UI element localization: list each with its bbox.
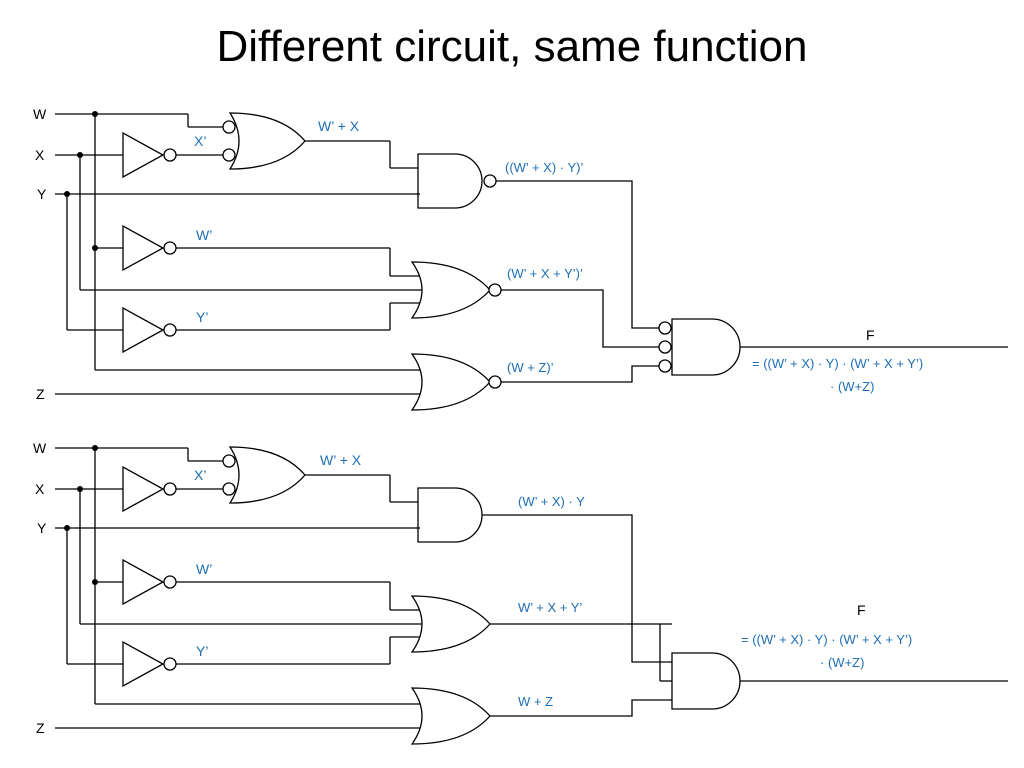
inverter-y-bubble xyxy=(163,657,177,671)
or-input-bubble-2 xyxy=(222,482,236,496)
input-y-label: Y xyxy=(37,186,47,202)
input-z-label: Z xyxy=(36,720,45,736)
inverter-y-bubble xyxy=(163,323,177,337)
nand-output-bubble xyxy=(483,174,497,188)
inverter-y-label: Y’ xyxy=(196,309,208,325)
gate-mid-expression: (W’ + X) · Y xyxy=(518,494,585,509)
nor-output-bubble xyxy=(488,283,502,297)
page-title: Different circuit, same function xyxy=(216,22,808,71)
input-w-label: W xyxy=(33,106,47,122)
or-input-bubble-1 xyxy=(222,454,236,468)
inverter-y-label: Y’ xyxy=(196,643,208,659)
output-f-label: F xyxy=(866,327,875,343)
inverter-x-label: X’ xyxy=(194,467,206,483)
and-input-bubble-3 xyxy=(658,359,672,373)
output-expression-line-2: · (W+Z) xyxy=(820,655,864,670)
inverter-x-bubble xyxy=(163,148,177,162)
gate-low-expression: (W + Z)’ xyxy=(507,360,554,375)
or-input-bubble-1 xyxy=(222,120,236,134)
inverter-w-bubble xyxy=(163,575,177,589)
gate-nor-expression: (W’ + X + Y’)’ xyxy=(507,266,583,281)
input-y-label: Y xyxy=(37,520,47,536)
input-w-label: W xyxy=(33,440,47,456)
and-input-bubble-2 xyxy=(658,340,672,354)
output-f-label: F xyxy=(857,602,866,618)
input-z-label: Z xyxy=(36,386,45,402)
inverter-w-label: W’ xyxy=(196,561,212,577)
output-expression-line-1: = ((W’ + X) · Y) · (W’ + X + Y’) xyxy=(741,632,912,647)
circuit-2: W X Y Z X’ W’ Y’ W’ + X (W’ + X) · Y W’ … xyxy=(33,440,1009,745)
nor-low-output-bubble xyxy=(488,375,502,389)
gate-mid-expression: ((W’ + X) · Y)’ xyxy=(505,160,583,175)
inverter-w-label: W’ xyxy=(196,227,212,243)
circuit-1: W X Y Z X’ W’ Y’ W’ + X ((W’ + X) · Y)’ … xyxy=(33,106,1009,411)
gate-top-expression: W’ + X xyxy=(318,118,360,134)
input-x-label: X xyxy=(35,481,45,497)
output-expression-line-1: = ((W’ + X) · Y) · (W’ + X + Y’) xyxy=(752,356,923,371)
gate-low-expression: W + Z xyxy=(518,694,553,709)
and-input-bubble-1 xyxy=(658,321,672,335)
or-input-bubble-2 xyxy=(222,148,236,162)
output-expression-line-2: · (W+Z) xyxy=(830,379,874,394)
inverter-x-label: X’ xyxy=(194,133,206,149)
inverter-x-bubble xyxy=(163,482,177,496)
gate-nor-expression: W’ + X + Y’ xyxy=(518,600,582,615)
input-x-label: X xyxy=(35,147,45,163)
inverter-w-bubble xyxy=(163,241,177,255)
gate-top-expression: W’ + X xyxy=(320,452,362,468)
